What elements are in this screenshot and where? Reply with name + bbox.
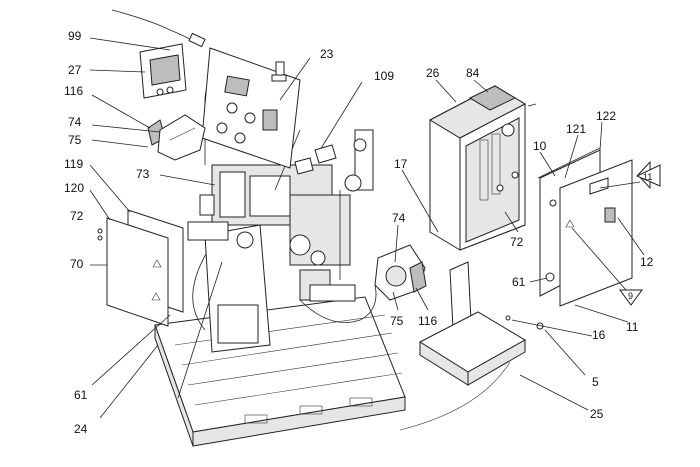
mounting-post-stand <box>399 261 544 431</box>
callout-73: 73 <box>136 167 150 181</box>
callout-75: 75 <box>68 133 82 147</box>
callout-74: 74 <box>392 211 406 225</box>
callout-121: 121 <box>566 122 586 136</box>
callout-27: 27 <box>68 63 82 77</box>
callout-11: 11 <box>626 320 639 334</box>
warning-flag-11: 11 <box>635 160 661 190</box>
enclosure-door <box>537 147 633 307</box>
callout-61: 61 <box>74 388 88 402</box>
callout-84: 84 <box>466 66 480 80</box>
callout-109: 109 <box>374 69 394 83</box>
bracket-shield-left <box>147 114 206 161</box>
bracket-assembly-right <box>374 244 427 301</box>
callout-74: 74 <box>68 115 82 129</box>
callout-17: 17 <box>394 157 408 171</box>
pump-frame-assembly <box>187 129 377 353</box>
callout-99: 99 <box>68 29 82 43</box>
callout-26: 26 <box>426 66 440 80</box>
callout-116: 116 <box>64 84 83 98</box>
callout-labels: 99 27 116 74 75 119 120 72 70 61 24 23 7… <box>64 29 654 436</box>
callout-24: 24 <box>74 422 88 436</box>
control-display-mount <box>201 47 301 191</box>
callout-70: 70 <box>70 257 84 271</box>
display-module <box>111 9 206 99</box>
side-panel-front <box>97 217 169 327</box>
callout-120: 120 <box>64 181 84 195</box>
callout-12: 12 <box>640 255 654 269</box>
electrical-enclosure <box>428 85 537 251</box>
warning-flag-label: 11 <box>643 172 652 182</box>
callout-72: 72 <box>510 235 524 249</box>
warning-flag-label: 9 <box>628 291 633 301</box>
callout-72: 72 <box>70 209 84 223</box>
base-frame <box>154 296 406 447</box>
callout-61: 61 <box>512 275 526 289</box>
callout-116: 116 <box>418 314 437 328</box>
callout-122: 122 <box>596 109 616 123</box>
callout-5: 5 <box>592 375 599 389</box>
callout-75: 75 <box>390 314 404 328</box>
callout-23: 23 <box>320 47 334 61</box>
leader-lines <box>89 37 645 419</box>
callout-10: 10 <box>533 139 547 153</box>
callout-25: 25 <box>590 407 604 421</box>
callout-16: 16 <box>592 328 606 342</box>
warning-flag-9: 9 <box>619 289 643 306</box>
callout-119: 119 <box>64 157 83 171</box>
